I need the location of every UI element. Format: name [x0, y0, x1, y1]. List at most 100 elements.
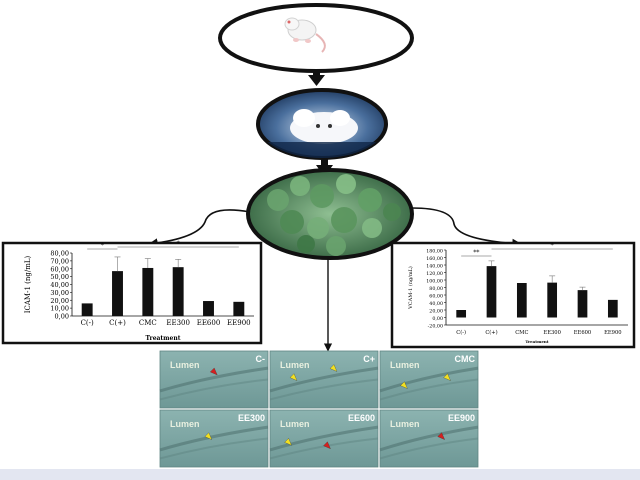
plant-photo — [246, 168, 414, 260]
y-tick-label: 10,00 — [50, 305, 69, 313]
x-tick-label: EE900 — [227, 319, 251, 327]
group-label: C- — [256, 354, 266, 364]
x-tick-label: EE900 — [604, 330, 621, 336]
y-tick-label: 60,00 — [50, 265, 69, 273]
bar — [172, 267, 184, 316]
bottom-strip — [0, 469, 640, 480]
y-tick-label: 80,00 — [429, 286, 443, 292]
group-label: CMC — [455, 354, 476, 364]
y-tick-label: 70,00 — [50, 257, 69, 265]
x-tick-label: EE300 — [166, 319, 190, 327]
significance-mark: * — [551, 243, 554, 250]
y-tick-label: 50,00 — [50, 273, 69, 281]
group-label: EE900 — [448, 413, 475, 423]
vessel-layer — [159, 437, 269, 460]
bar — [142, 267, 154, 316]
y-tick-label: -20,00 — [428, 324, 443, 330]
y-tick-label: 0,00 — [432, 316, 443, 322]
arrow-down-1 — [308, 70, 325, 86]
lumen-label: Lumen — [390, 419, 420, 429]
lumen-label: Lumen — [280, 419, 310, 429]
mouse-photo-middle — [256, 88, 388, 160]
x-tick-label: C(+) — [485, 329, 497, 336]
vessel-wall — [159, 366, 269, 393]
bar — [112, 271, 123, 316]
lumen-label: Lumen — [390, 360, 420, 370]
histology-panel: Lumen C+ — [269, 350, 379, 409]
y-tick-label: 30,00 — [50, 289, 69, 297]
tissue-image — [379, 350, 479, 409]
y-tick-label: 140,00 — [426, 264, 443, 270]
y-axis-label: ICAM-1 (ng/mL) — [24, 255, 32, 313]
x-tick-label: CMC — [515, 330, 528, 336]
y-tick-label: 120,00 — [426, 271, 443, 277]
x-tick-label: C(-) — [81, 319, 94, 327]
bar — [486, 266, 497, 318]
vessel-wall — [379, 366, 479, 393]
y-tick-label: 180,00 — [426, 249, 443, 255]
significance-mark: * — [177, 241, 180, 248]
yellow-arrow-icon — [289, 373, 298, 381]
vcam-chart-frame — [390, 241, 636, 349]
yellow-arrow-icon — [204, 432, 213, 440]
red-arrow-icon — [437, 432, 445, 440]
arrow-to-right-chart — [411, 207, 522, 249]
bar — [516, 283, 527, 318]
group-label: C+ — [363, 354, 375, 364]
white-mouse-icon — [284, 17, 326, 53]
green-leaves-icon — [267, 174, 401, 256]
bar — [547, 282, 558, 318]
x-tick-label: EE300 — [543, 330, 560, 336]
lumen-label: Lumen — [170, 419, 200, 429]
group-label: EE600 — [348, 413, 375, 423]
x-tick-label: C(+) — [109, 319, 126, 327]
lumen-label: Lumen — [280, 360, 310, 370]
vessel-layer — [269, 437, 379, 460]
icam-chart-frame — [1, 241, 263, 345]
yellow-arrow-icon — [329, 364, 338, 372]
yellow-arrow-icon — [284, 438, 292, 446]
red-arrow-icon — [209, 367, 218, 376]
histology-panel: Lumen EE300 — [159, 409, 269, 468]
y-tick-label: 60,00 — [429, 294, 443, 300]
y-tick-label: 100,00 — [426, 279, 443, 285]
tissue-image — [379, 409, 479, 468]
histology-panels: LumenC-LumenC+LumenCMCLumenEE300LumenEE6… — [159, 350, 479, 468]
y-tick-label: 0,00 — [55, 313, 69, 321]
y-tick-label: 40,00 — [50, 281, 69, 289]
vessel-wall — [269, 425, 379, 452]
y-tick-label: 80,00 — [50, 250, 69, 258]
y-tick-label: 20,00 — [50, 297, 69, 305]
bar — [607, 299, 618, 318]
significance-mark: ** — [473, 250, 479, 257]
mouse-photo-top — [218, 3, 414, 73]
y-tick-label: 20,00 — [429, 309, 443, 315]
y-axis-label: VCAM-1 (ng/mL) — [407, 266, 414, 310]
bar — [203, 301, 214, 316]
x-axis-label: Treatment — [525, 339, 548, 344]
bar — [81, 303, 93, 316]
tissue-image — [269, 350, 379, 409]
x-tick-label: C(-) — [456, 329, 466, 336]
vessel-layer — [159, 378, 269, 401]
red-arrow-icon — [323, 441, 331, 450]
x-tick-label: EE600 — [197, 319, 221, 327]
x-tick-label: EE600 — [574, 330, 591, 336]
histology-panel: Lumen EE900 — [379, 409, 479, 468]
yellow-arrow-icon — [443, 373, 451, 381]
group-label: EE300 — [238, 413, 265, 423]
tissue-image — [159, 350, 269, 409]
bar — [233, 301, 245, 316]
vessel-layer — [379, 437, 479, 460]
vessel-wall — [159, 425, 269, 452]
icam-chart: 0,0010,0020,0030,0040,0050,0060,0070,008… — [24, 241, 254, 342]
vessel-layer — [269, 378, 379, 401]
bar — [577, 290, 588, 318]
histology-panel: Lumen CMC — [379, 350, 479, 409]
y-tick-label: 40,00 — [429, 301, 443, 307]
vessel-layer — [379, 378, 479, 401]
yellow-arrow-icon — [400, 381, 408, 389]
